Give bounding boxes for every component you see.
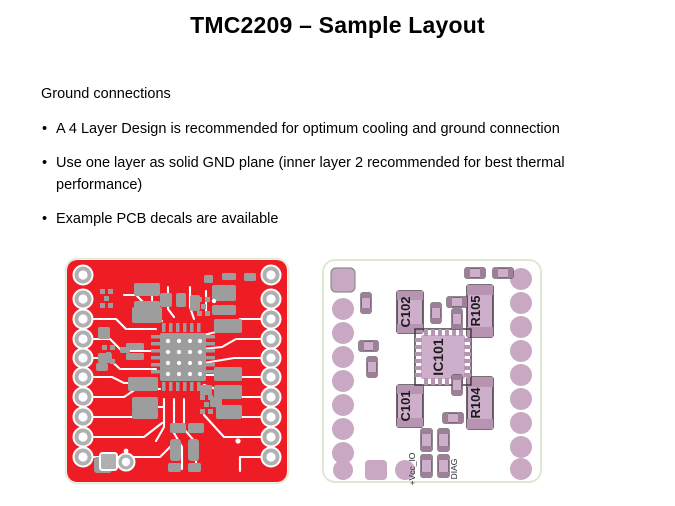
- page-title: TMC2209 – Sample Layout: [190, 12, 485, 38]
- bullet-marker-icon: •: [42, 211, 48, 227]
- component-c101: C101: [396, 384, 424, 428]
- pcb-copper-layout-image: [64, 257, 290, 485]
- bullet-item-2: • Use one layer as solid GND plane (inne…: [41, 152, 641, 196]
- bullet-text-3: Example PCB decals are available: [56, 211, 279, 227]
- central-ic-thermal-pad: [151, 323, 215, 391]
- through-hole-pads: [330, 267, 532, 480]
- body-text-block: Ground connections • A 4 Layer Design is…: [41, 84, 641, 242]
- component-r105: R105: [466, 284, 494, 338]
- lead-line: Ground connections: [41, 86, 171, 102]
- through-hole-pads: [72, 264, 282, 472]
- copper-layer: [67, 260, 287, 482]
- bullet-marker-icon: •: [42, 155, 48, 171]
- bullet-text-1: A 4 Layer Design is recommended for opti…: [56, 121, 560, 137]
- pcb-copper-svg: [64, 257, 290, 485]
- bullet-text-2: Use one layer as solid GND plane (inner …: [56, 155, 565, 193]
- bullet-item-3: • Example PCB decals are available: [41, 208, 641, 230]
- bullet-marker-icon: •: [42, 121, 48, 137]
- small-smd-parts: [358, 267, 514, 478]
- designator-r104: R104: [468, 387, 483, 419]
- bullet-item-1: • A 4 Layer Design is recommended for op…: [41, 118, 641, 140]
- net-label-diag: DIAG: [449, 459, 459, 480]
- via-clusters: [100, 289, 213, 414]
- component-c102: C102: [396, 290, 424, 334]
- component-r104: R104: [466, 376, 494, 430]
- free-vias: [123, 298, 241, 454]
- designator-ic101: IC101: [430, 338, 446, 376]
- designator-c101: C101: [398, 390, 413, 421]
- smd-pads: [94, 273, 256, 473]
- designator-c102: C102: [398, 296, 413, 327]
- designator-r105: R105: [468, 295, 483, 326]
- component-ic101: IC101: [414, 328, 472, 386]
- pcb-decal-svg: C102 C101 R105 R104: [322, 259, 542, 485]
- net-label-vcc-io: +Vcc_IO: [407, 452, 417, 485]
- pcb-decal-layout-image: C102 C101 R105 R104: [315, 257, 549, 485]
